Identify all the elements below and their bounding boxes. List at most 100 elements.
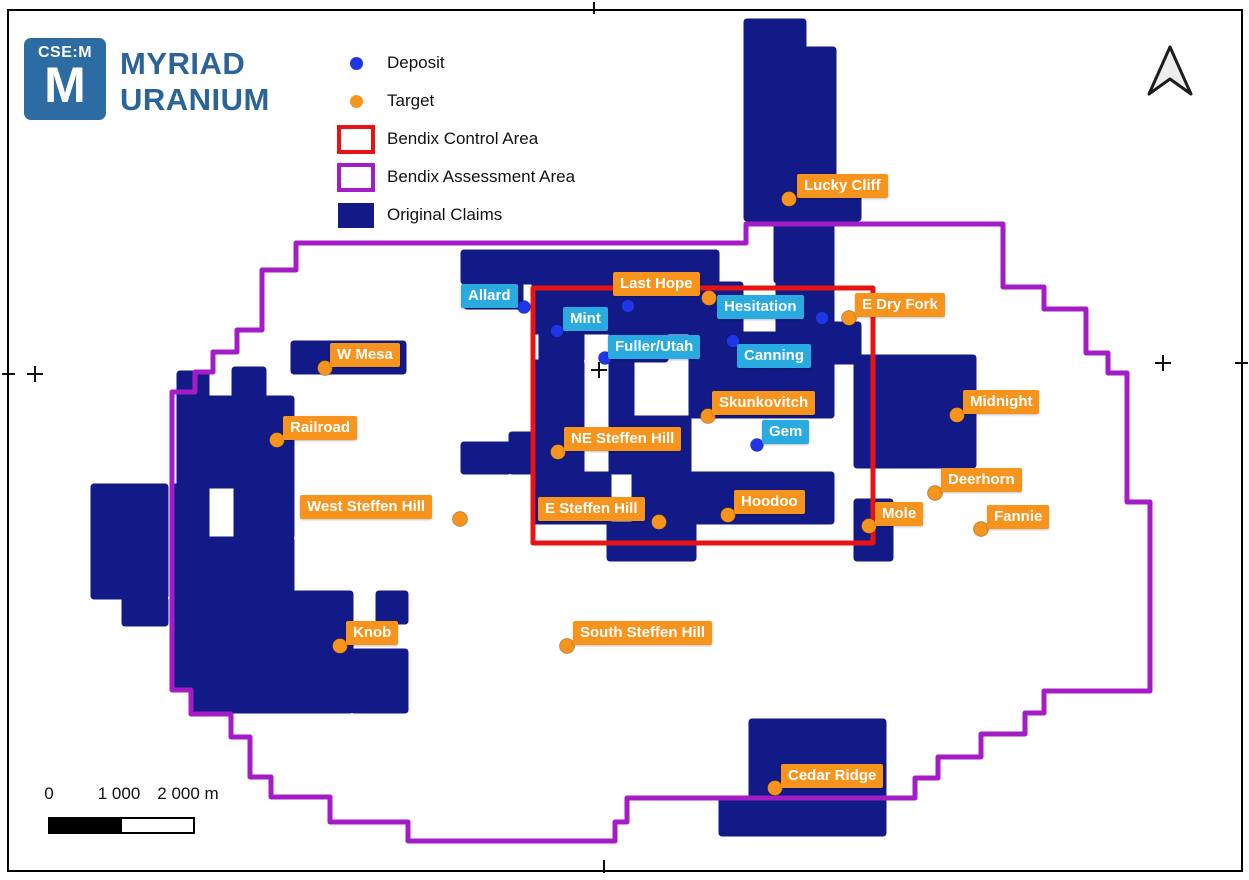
legend-swatch-outline-icon	[337, 124, 375, 154]
deposit-dot-unnamed	[621, 299, 635, 313]
map-label-e-steffen-hill: E Steffen Hill	[538, 497, 645, 521]
legend-item-target: Target	[337, 82, 575, 120]
original-claim-block	[375, 590, 409, 625]
legend-swatch-dot-icon	[337, 56, 375, 70]
target-dot-midnight	[949, 407, 965, 423]
original-claim-block	[350, 648, 409, 714]
cross-mark	[591, 362, 607, 378]
target-dot-hoodoo	[720, 507, 736, 523]
original-claim-block	[231, 366, 267, 399]
map-label-west-steffen-hill: West Steffen Hill	[300, 495, 433, 519]
map-label-hesitation: Hesitation	[717, 295, 804, 319]
map-label-last-hope: Last Hope	[613, 272, 700, 296]
map-label-skunkovitch: Skunkovitch	[712, 391, 816, 415]
map-label-ne-steffen-hill: NE Steffen Hill	[564, 427, 682, 451]
map-frame	[7, 9, 1243, 872]
target-dot-railroad	[269, 432, 285, 448]
map-label-allard: Allard	[461, 284, 518, 308]
map-label-gem: Gem	[762, 420, 810, 444]
map-label-knob: Knob	[346, 621, 399, 645]
bendix-control-area-boundary	[530, 285, 876, 546]
map-label-hoodoo: Hoodoo	[734, 490, 805, 514]
dots-layer	[269, 191, 989, 796]
legend-label: Target	[387, 91, 435, 110]
target-dot-deerhorn	[927, 485, 943, 501]
deposit-dot-mint	[550, 324, 564, 338]
map-label-midnight: Midnight	[963, 390, 1040, 414]
logo-ticker: CSE:M	[37, 44, 93, 61]
legend-glyph	[349, 94, 363, 108]
target-dot-e-dry-fork	[841, 310, 857, 326]
legend-swatch-outline-icon	[337, 162, 375, 192]
original-claim-block	[801, 194, 862, 222]
legend-label: Bendix Control Area	[387, 129, 539, 148]
scale-bar	[48, 817, 195, 834]
original-claim-block	[743, 18, 807, 222]
map-label-e-dry-fork: E Dry Fork	[855, 293, 945, 317]
brand-name-line2: URANIUM	[120, 82, 270, 117]
original-claim-block	[718, 796, 887, 837]
map-label-railroad: Railroad	[283, 416, 358, 440]
scale-bar-black-half	[50, 819, 122, 832]
scale-bar-white-half	[121, 819, 193, 832]
brand-name: MYRIAD URANIUM	[120, 46, 270, 118]
target-dot-west-steffen-hill	[452, 511, 468, 527]
target-dot-lucky-cliff	[781, 191, 797, 207]
target-dot-ne-steffen-hill	[550, 444, 566, 460]
map-label-mint: Mint	[563, 307, 608, 331]
map-label-canning: Canning	[737, 344, 811, 368]
map-label-lucky-cliff: Lucky Cliff	[797, 174, 888, 198]
target-dot-knob	[332, 638, 348, 654]
scale-label-2000: 2 000 m	[157, 784, 219, 803]
target-dot-last-hope	[701, 290, 717, 306]
target-dot-e-steffen-hill	[651, 514, 667, 530]
original-claim-block	[188, 688, 354, 714]
original-claim-block	[608, 359, 635, 475]
map-label-mole: Mole	[875, 502, 924, 526]
map-label-fuller-utah: Fuller/Utah	[608, 335, 701, 359]
target-dot-fannie	[973, 521, 989, 537]
target-dot-w-mesa	[317, 360, 333, 376]
legend-item-bendix-control-area: Bendix Control Area	[337, 120, 575, 158]
legend-glyph	[337, 162, 375, 192]
target-dot-mole	[861, 518, 877, 534]
legend-glyph	[338, 202, 374, 228]
original-claim-block	[170, 483, 210, 692]
original-claim-block	[121, 596, 169, 627]
deposit-dot-hesitation	[815, 311, 829, 325]
original-claim-block	[460, 441, 512, 475]
legend-item-original-claims: Original Claims	[337, 196, 575, 234]
map-label-w-mesa: W Mesa	[330, 343, 400, 367]
cross-mark	[27, 366, 43, 382]
original-claim-block	[90, 483, 169, 600]
logo-monogram: M	[44, 57, 86, 113]
map-label-deerhorn: Deerhorn	[941, 468, 1022, 492]
scale-label-0: 0	[44, 784, 54, 803]
original-claim-block	[538, 331, 585, 363]
deposit-dot-canning	[726, 334, 740, 348]
scale-label-1000: 1 000	[97, 784, 141, 803]
brand-name-line1: MYRIAD	[120, 46, 246, 81]
legend-glyph	[349, 56, 363, 70]
target-dot-cedar-ridge	[767, 780, 783, 796]
original-claim-block	[206, 536, 295, 692]
legend-glyph	[337, 124, 375, 154]
deposit-dot-gem	[750, 438, 764, 452]
cross-mark	[1155, 355, 1171, 371]
target-dot-skunkovitch	[700, 408, 716, 424]
deposit-dot-allard	[517, 300, 531, 314]
map-label-south-steffen-hill: South Steffen Hill	[573, 621, 712, 645]
map-label-fannie: Fannie	[987, 505, 1050, 529]
map-label-cedar-ridge: Cedar Ridge	[781, 764, 884, 788]
legend-swatch-dot-icon	[337, 94, 375, 108]
myriad-logo: CSE:M M	[24, 38, 106, 120]
target-dot-south-steffen-hill	[559, 638, 575, 654]
bendix-assessment-area-boundary	[169, 221, 1153, 844]
legend-label: Deposit	[387, 53, 445, 72]
legend-label: Bendix Assessment Area	[387, 167, 576, 186]
original-claim-block	[773, 218, 835, 284]
original-claim-block	[233, 455, 295, 540]
